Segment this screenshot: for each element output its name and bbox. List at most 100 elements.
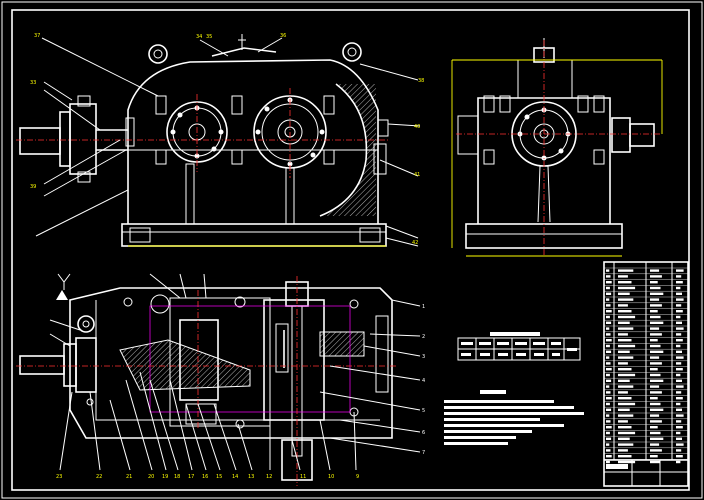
leader-label: 17 [188,474,194,480]
leader-label: 42 [412,240,418,246]
parts-row-text [650,286,661,290]
leader-label: 37 [34,33,40,39]
parts-row-text [606,344,610,348]
parts-row-text [676,379,682,382]
parts-row-text [676,373,681,377]
bevel-gear-section [120,340,250,390]
parts-row-text [618,339,632,342]
parts-row-text [650,321,664,324]
parts-row-text [606,339,612,342]
leader-label: 19 [162,474,168,480]
parts-row-text [676,455,683,458]
parts-list [603,261,689,487]
parts-row-text [676,298,684,301]
parts-row-text [618,443,634,446]
leader-label: 10 [328,474,334,480]
parts-row-text [618,414,634,417]
input-shaft [19,127,61,155]
parts-row-text [676,310,683,313]
parts-row-text [618,281,632,284]
parts-row-text [618,350,630,353]
parts-row-text [618,269,634,272]
front-view [16,34,421,247]
parts-row-text [618,315,636,319]
parts-row-text [606,460,610,464]
parts-row-text [676,321,682,324]
parts-row-text [606,286,610,290]
parts-row-text [676,460,681,464]
parts-row-text [650,414,660,417]
parts-row-text [618,420,628,423]
parts-row-text [676,420,682,423]
leader-label: 21 [126,474,132,480]
parts-row-text [650,402,661,406]
parts-row-text [606,443,610,446]
parts-row-text [606,420,611,423]
parts-row-text [606,368,612,371]
parts-row-text [606,275,611,278]
parts-row-text [618,298,634,301]
parts-row-text [650,362,662,365]
parts-row-text [676,292,682,295]
parts-row-text [676,356,684,359]
parts-row-text [618,402,636,406]
leader-label: 1 [422,304,425,310]
parts-row-text [676,275,682,278]
parts-row-text [606,426,612,429]
parts-row-text [650,339,658,342]
parts-row-text [650,455,658,458]
parts-row-text [618,321,630,324]
parts-row-text [618,455,632,458]
parts-row-text [606,304,611,307]
parts-row-text [606,431,610,435]
leader-label: 6 [422,430,425,436]
parts-row-text [618,344,636,348]
parts-row-text [606,385,610,388]
leader-label: 40 [414,124,420,130]
parts-row-text [618,356,634,359]
parts-row-text [650,379,664,382]
parts-row-text [650,292,664,295]
parts-row-text [618,292,630,295]
parts-row-text [606,321,612,324]
parts-row-text [606,333,611,336]
leader-label: 15 [216,474,222,480]
leader-label: 34 [196,34,202,40]
parts-row-text [606,397,612,400]
parts-row-text [606,455,612,458]
parts-row-text [606,310,612,313]
parts-row-text [650,408,664,411]
leader-label: 36 [280,33,286,39]
lifting-lug-left [148,44,168,64]
parts-row-text [606,437,612,440]
leader-label: 35 [206,34,212,40]
parts-row-text [650,397,658,400]
leader-label: 2 [422,334,425,340]
parts-row-text [676,408,682,411]
technical-requirements [444,390,584,445]
parts-row-text [606,414,610,417]
parts-row-text [650,391,662,394]
section-input-shaft [19,355,65,375]
parts-row-text [606,373,610,377]
parts-row-text [676,414,684,417]
parts-row-text [650,281,658,284]
parts-row-text [676,402,681,406]
lifting-lug-right [342,42,362,62]
parts-row-text [676,431,681,435]
parts-row-text [606,281,612,284]
parts-rows [604,267,688,464]
parts-row-text [676,315,681,319]
parts-row-text [618,333,628,336]
parts-row-text [676,286,681,290]
leader-label: 13 [248,474,254,480]
parts-row-text [618,379,630,382]
parts-row-text [650,269,660,272]
parts-row-text [618,460,636,464]
parts-row-text [618,373,636,377]
parts-row-text [618,286,636,290]
parts-row-text [606,408,612,411]
